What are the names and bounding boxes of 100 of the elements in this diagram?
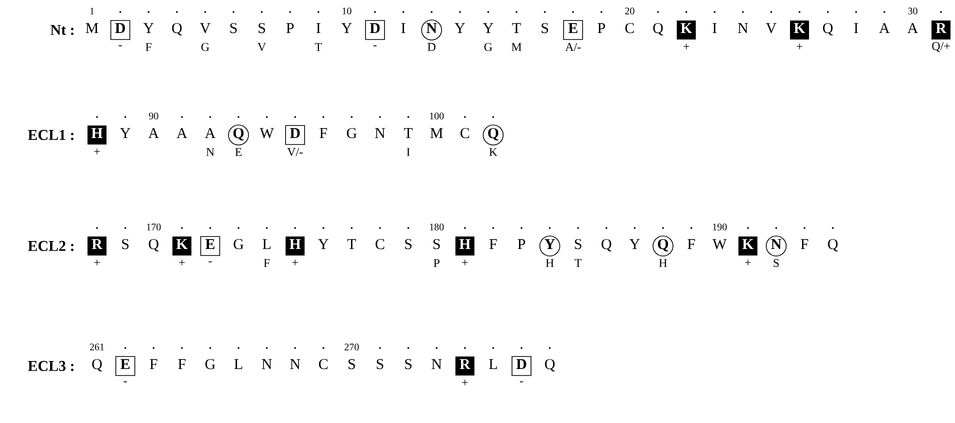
substitution-label: F: [264, 259, 270, 267]
substitution-label: V: [258, 42, 266, 52]
substitution-label: +: [462, 260, 468, 266]
boxed-residue: E: [115, 356, 136, 376]
position-number: 261: [90, 344, 104, 350]
substitution-label: +: [292, 260, 298, 266]
residue-letter: T: [404, 128, 413, 138]
residue-letter: G: [205, 359, 216, 370]
substitution-label: +: [94, 260, 100, 266]
row-label: ECL1 :: [28, 130, 74, 140]
substitution-label: S: [774, 258, 779, 268]
residue-letter: G: [346, 128, 357, 138]
substitution-label: +: [796, 44, 802, 50]
highlighted-residue: K: [790, 20, 809, 40]
substitution-label: -: [118, 45, 122, 46]
residue-letter: Q: [602, 239, 612, 252]
highlighted-residue: K: [676, 20, 696, 40]
residue-letter: F: [688, 239, 695, 249]
highlighted-residue: R: [88, 236, 106, 256]
residue-letter: Q: [148, 239, 159, 252]
residue-letter: I: [712, 23, 717, 33]
residue-letter: P: [286, 23, 294, 33]
substitution-label: H: [546, 259, 554, 267]
residue-letter: L: [234, 359, 242, 369]
residue-letter: P: [598, 23, 605, 33]
position-number: 1: [90, 8, 94, 14]
substitution-label: M: [512, 43, 522, 51]
residue-letter: A: [176, 128, 188, 138]
residue-letter: T: [347, 239, 356, 249]
substitution-label: G: [484, 42, 492, 52]
boxed-residue: E: [563, 20, 583, 40]
circled-residue: Q: [652, 236, 674, 256]
circled-residue: Q: [482, 124, 504, 146]
highlighted-residue: K: [738, 236, 758, 256]
residue-letter: Q: [823, 23, 833, 36]
circled-residue: N: [766, 236, 787, 256]
substitution-label: +: [179, 260, 185, 266]
residue-letter: F: [489, 239, 497, 249]
residue-letter: Y: [482, 23, 494, 33]
position-number: 10: [342, 8, 352, 14]
residue-letter: Q: [828, 239, 838, 252]
substitution-label: +: [684, 44, 690, 50]
substitution-label: -: [208, 261, 212, 262]
substitution-label: T: [314, 43, 322, 51]
highlighted-residue: R: [932, 20, 951, 40]
substitution-label: P: [434, 259, 440, 267]
residue-letter: G: [234, 239, 244, 250]
residue-letter: S: [122, 239, 129, 250]
residue-letter: F: [320, 128, 328, 138]
substitution-label: D: [428, 43, 436, 51]
residue-letter: S: [542, 23, 548, 34]
substitution-label: G: [201, 42, 210, 52]
residue-letter: I: [401, 23, 406, 33]
residue-letter: N: [290, 359, 300, 369]
position-number: 90: [148, 112, 158, 120]
substitution-label: K: [489, 148, 498, 156]
substitution-label: -: [124, 381, 127, 382]
residue-letter: W: [260, 128, 274, 138]
residue-letter: W: [712, 239, 727, 250]
residue-letter: C: [460, 128, 470, 138]
boxed-residue: E: [200, 236, 220, 256]
residue-letter: C: [319, 359, 328, 370]
residue-letter: N: [262, 359, 272, 369]
circled-residue: Q: [228, 124, 249, 146]
residue-letter: Q: [545, 359, 555, 372]
substitution-label: Q/+: [932, 42, 950, 52]
residue-letter: M: [430, 128, 443, 138]
circled-residue: Y: [539, 236, 560, 256]
circled-residue: N: [421, 20, 442, 40]
position-number: 100: [430, 112, 444, 120]
residue-letter: N: [375, 128, 386, 138]
boxed-residue: D: [285, 125, 305, 145]
residue-letter: I: [854, 23, 858, 33]
substitution-label: H: [659, 259, 667, 267]
residue-letter: F: [150, 359, 158, 369]
residue-letter: S: [405, 359, 412, 370]
position-number: 170: [146, 224, 161, 230]
position-number: 190: [713, 224, 727, 230]
residue-letter: S: [230, 23, 237, 34]
residue-letter: V: [200, 23, 210, 34]
residue-letter: L: [489, 359, 497, 369]
position-number: 20: [625, 8, 634, 14]
residue-letter: I: [316, 23, 320, 33]
residue-letter: C: [625, 23, 634, 34]
position-number: 270: [344, 344, 359, 350]
substitution-label: V/-: [287, 148, 303, 156]
position-number: 180: [430, 224, 444, 230]
highlighted-residue: H: [455, 236, 474, 256]
residue-letter: S: [376, 359, 384, 370]
boxed-residue: D: [110, 20, 130, 40]
highlighted-residue: H: [286, 236, 305, 256]
residue-letter: S: [258, 23, 266, 34]
residue-letter: S: [405, 239, 412, 250]
residue-letter: A: [879, 23, 890, 33]
substitution-label: +: [462, 380, 468, 386]
row-label: Nt :: [50, 24, 74, 36]
residue-letter: C: [376, 239, 384, 250]
highlighted-residue: R: [455, 356, 474, 376]
row-label: ECL2 :: [28, 240, 74, 252]
residue-letter: A: [907, 23, 918, 33]
